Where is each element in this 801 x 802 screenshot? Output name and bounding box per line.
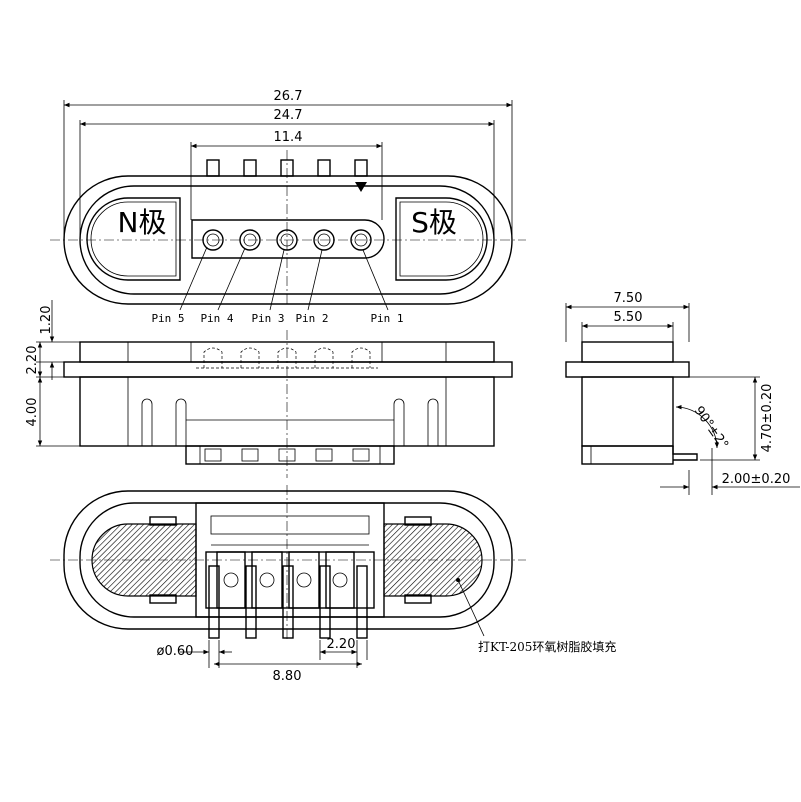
pin-diameter-label: ø0.60 <box>157 644 194 659</box>
north-pole-label: N极 <box>118 206 167 239</box>
side-inner-width-label: 5.50 <box>614 310 643 325</box>
height-top-label: 1.20 <box>39 306 54 335</box>
pin-span-bottom-label: 8.80 <box>273 669 302 684</box>
pin-tabs <box>216 551 355 609</box>
side-view: 7.50 5.50 90°±2° 4.70±0.20 2.00±0.20 <box>565 291 800 495</box>
pin-pitch-label: 2.20 <box>327 637 356 652</box>
side-overall-width-label: 7.50 <box>614 291 643 306</box>
height-mid-label: 2.20 <box>25 346 40 375</box>
pin2-label: Pin 2 <box>295 312 328 325</box>
bottom-view: ø0.60 8.80 2.20 打KT-205环氧树脂胶填充 <box>50 485 616 684</box>
south-pole-label: S极 <box>411 206 457 239</box>
pin1-label: Pin 1 <box>370 312 403 325</box>
side-angle-label: 90°±2° <box>691 404 731 453</box>
potting-note: 打KT-205环氧树脂胶填充 <box>478 639 616 654</box>
pin3-label: Pin 3 <box>251 312 284 325</box>
height-body-label: 4.00 <box>25 398 40 427</box>
pin4-label: Pin 4 <box>200 312 233 325</box>
pin1-marker-icon <box>355 182 367 192</box>
side-height-label: 4.70±0.20 <box>760 384 775 453</box>
pin-span-label: 11.4 <box>274 130 303 145</box>
body-width-label: 24.7 <box>274 108 303 123</box>
front-view: 1.20 2.20 4.00 <box>25 300 513 478</box>
pin5-label: Pin 5 <box>151 312 184 325</box>
overall-width-label: 26.7 <box>274 89 303 104</box>
side-offset-label: 2.00±0.20 <box>722 472 791 487</box>
top-view: 26.7 24.7 11.4 N极 S极 <box>50 89 526 325</box>
